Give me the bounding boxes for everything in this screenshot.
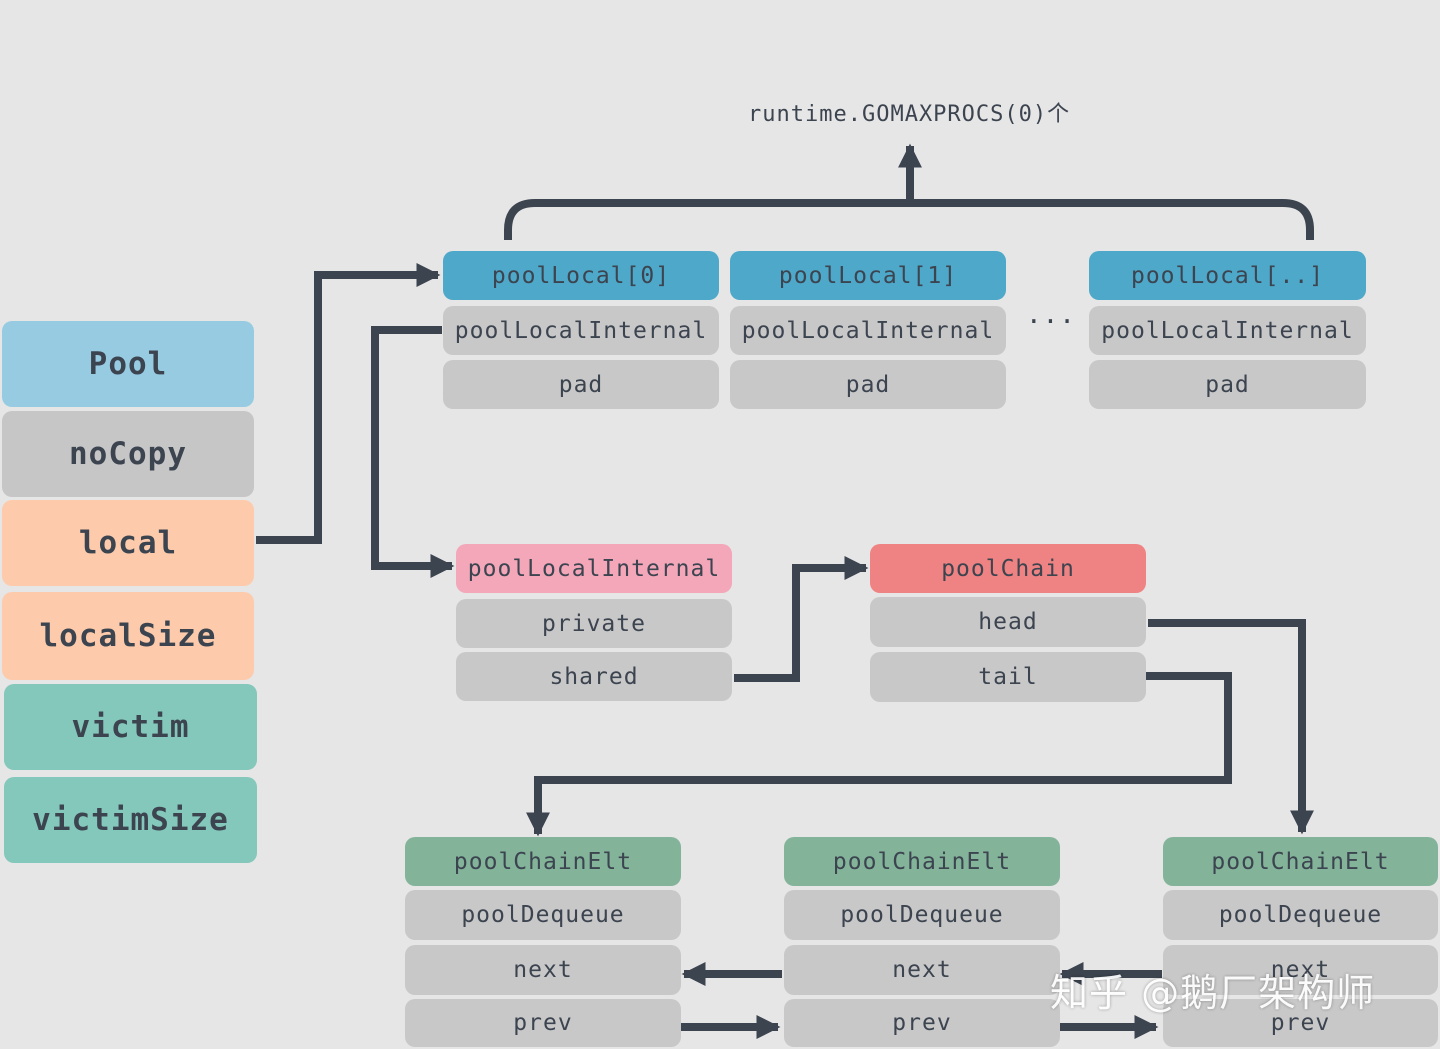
poollocal-n-internal: poolLocalInternal: [1089, 306, 1366, 355]
tail-to-first-elt-arrow: [526, 672, 1232, 837]
pool-field-victimsize: victimSize: [4, 777, 257, 863]
poolchain-head: head: [870, 597, 1146, 647]
shared-to-poolchain-arrow: [734, 556, 869, 682]
pool-field-victim: victim: [4, 684, 257, 770]
chainelt-2-dequeue: poolDequeue: [784, 890, 1060, 940]
pool-field-local: local: [2, 500, 254, 586]
chainelt-1-header: poolChainElt: [405, 837, 681, 886]
chainelt-2-header: poolChainElt: [784, 837, 1060, 886]
bracket-line: [504, 199, 1314, 240]
poollocal-0-pad: pad: [443, 360, 719, 409]
poollocalinternal-private: private: [456, 599, 732, 648]
poollocal-n-pad: pad: [1089, 360, 1366, 409]
poolchain-header: poolChain: [870, 544, 1146, 593]
poollocal-1-pad: pad: [730, 360, 1006, 409]
chainelt-3-dequeue: poolDequeue: [1163, 890, 1438, 940]
pool-field-localsize: localSize: [2, 592, 254, 680]
chainelt-3-prev: prev: [1163, 999, 1438, 1047]
poolchain-tail: tail: [870, 652, 1146, 702]
head-to-last-elt-arrow: [1148, 619, 1314, 835]
poollocalinternal-header: poolLocalInternal: [456, 544, 732, 593]
ellipsis-label: ...: [1026, 300, 1076, 330]
chainelt-3-next: next: [1163, 945, 1438, 995]
pool-field-nocopy: noCopy: [2, 411, 254, 497]
chainelt-1-next: next: [405, 945, 681, 995]
diagram-title: runtime.GOMAXPROCS(0)个: [748, 102, 1071, 127]
poollocal-0-header: poolLocal[0]: [443, 251, 719, 300]
chainelt-3-header: poolChainElt: [1163, 837, 1438, 886]
poollocal-1-header: poolLocal[1]: [730, 251, 1006, 300]
chainelt-2-prev: prev: [784, 999, 1060, 1047]
poollocalinternal-shared: shared: [456, 652, 732, 701]
internal-to-poollocalinternal-arrow: [371, 326, 455, 578]
watermark: 知乎 @鹅厂架构师: [1050, 971, 1376, 1015]
pool-field-pool: Pool: [2, 321, 254, 407]
poollocal-1-internal: poolLocalInternal: [730, 306, 1006, 355]
chainelt-1-prev: prev: [405, 999, 681, 1047]
poollocal-0-internal: poolLocalInternal: [443, 306, 719, 355]
local-to-poollocal-arrow: [256, 263, 441, 544]
chainelt-2-next: next: [784, 945, 1060, 995]
poollocal-n-header: poolLocal[..]: [1089, 251, 1366, 300]
chainelt-1-dequeue: poolDequeue: [405, 890, 681, 940]
